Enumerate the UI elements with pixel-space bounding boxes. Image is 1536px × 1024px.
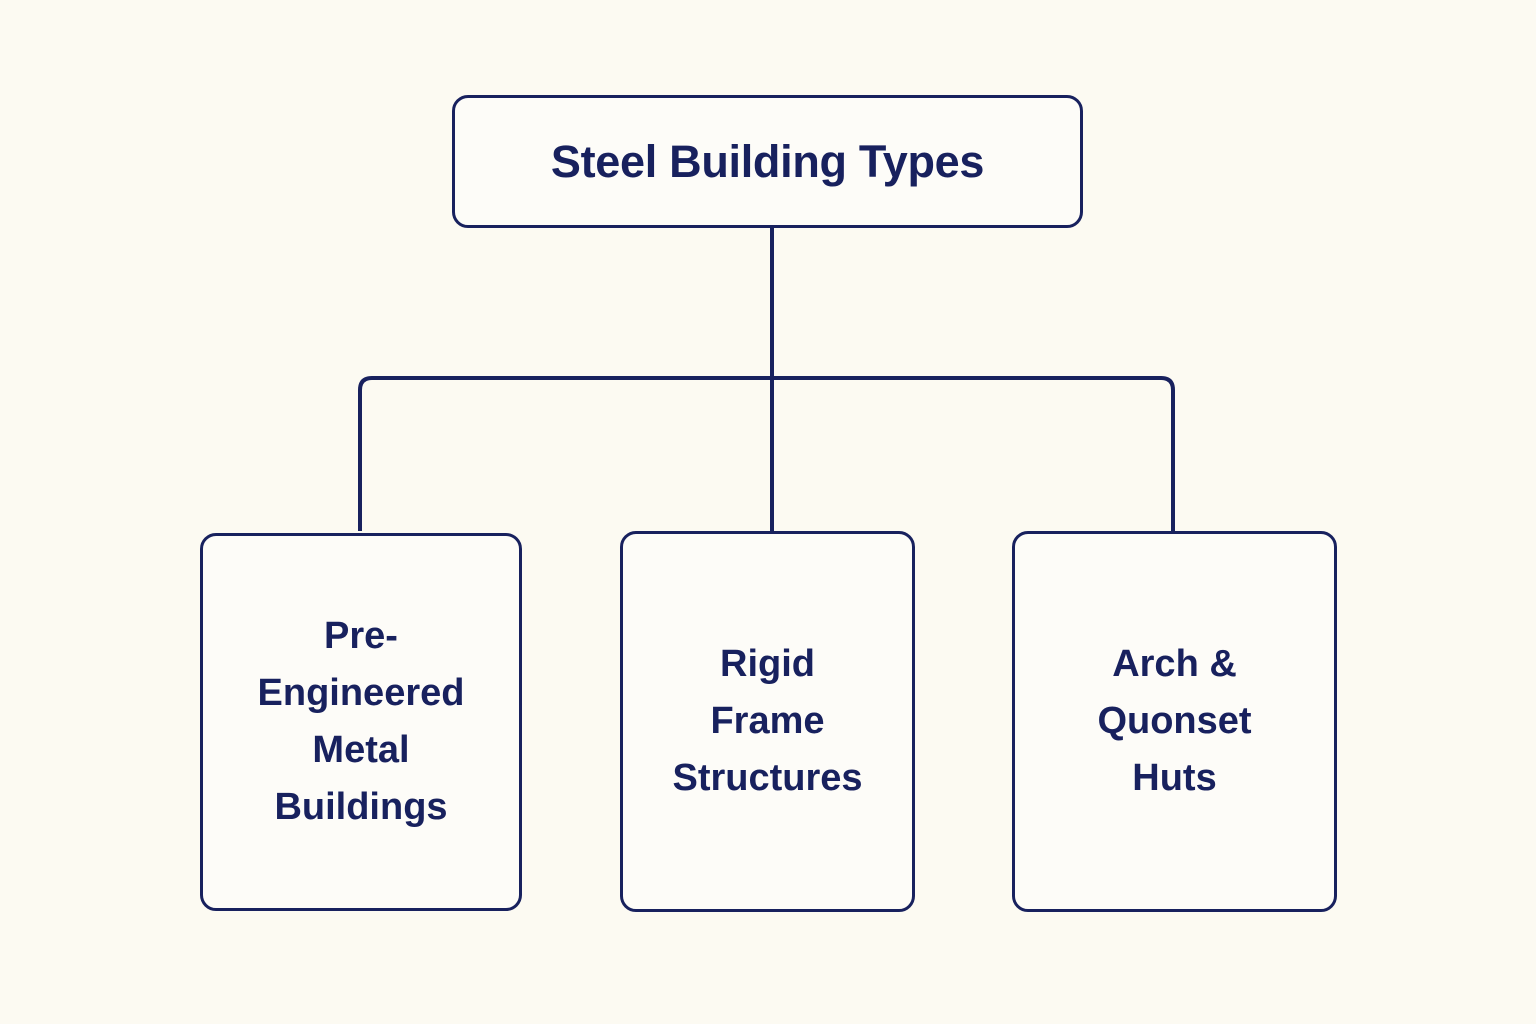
- connector-bus: [358, 376, 1175, 531]
- node-pre-engineered-metal-buildings[interactable]: Pre- Engineered Metal Buildings: [200, 533, 522, 911]
- node-arch-quonset-huts[interactable]: Arch & Quonset Huts: [1012, 531, 1337, 912]
- node-root-label: Steel Building Types: [550, 135, 985, 187]
- node-child-label: Pre- Engineered Metal Buildings: [257, 615, 465, 828]
- node-root[interactable]: Steel Building Types: [452, 95, 1083, 228]
- node-child-label: Arch & Quonset Huts: [1097, 643, 1252, 799]
- node-child-label: Rigid Frame Structures: [672, 643, 863, 799]
- node-rigid-frame-structures[interactable]: Rigid Frame Structures: [620, 531, 915, 912]
